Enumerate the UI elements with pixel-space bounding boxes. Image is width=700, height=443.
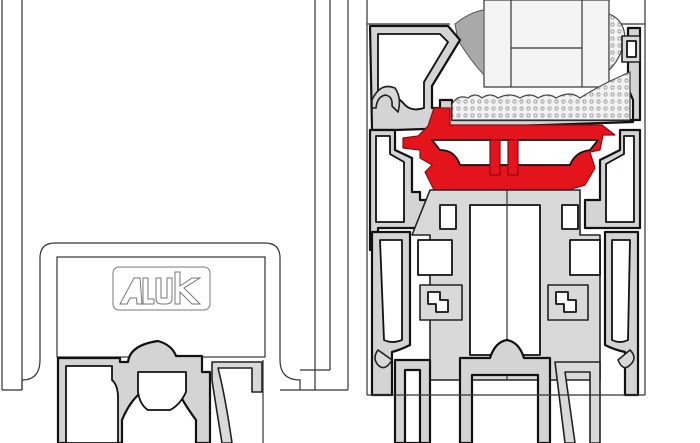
- glazing-gasket-outer: [454, 9, 485, 77]
- aluk-logo: [112, 266, 211, 311]
- frame-section: [366, 0, 646, 443]
- glazing-unit: [483, 0, 610, 88]
- insulation-foam: [451, 71, 631, 121]
- end-cap: [21, 242, 301, 390]
- sash-profile-bottom: [458, 338, 552, 443]
- sash-exterior-view: [1, 0, 349, 443]
